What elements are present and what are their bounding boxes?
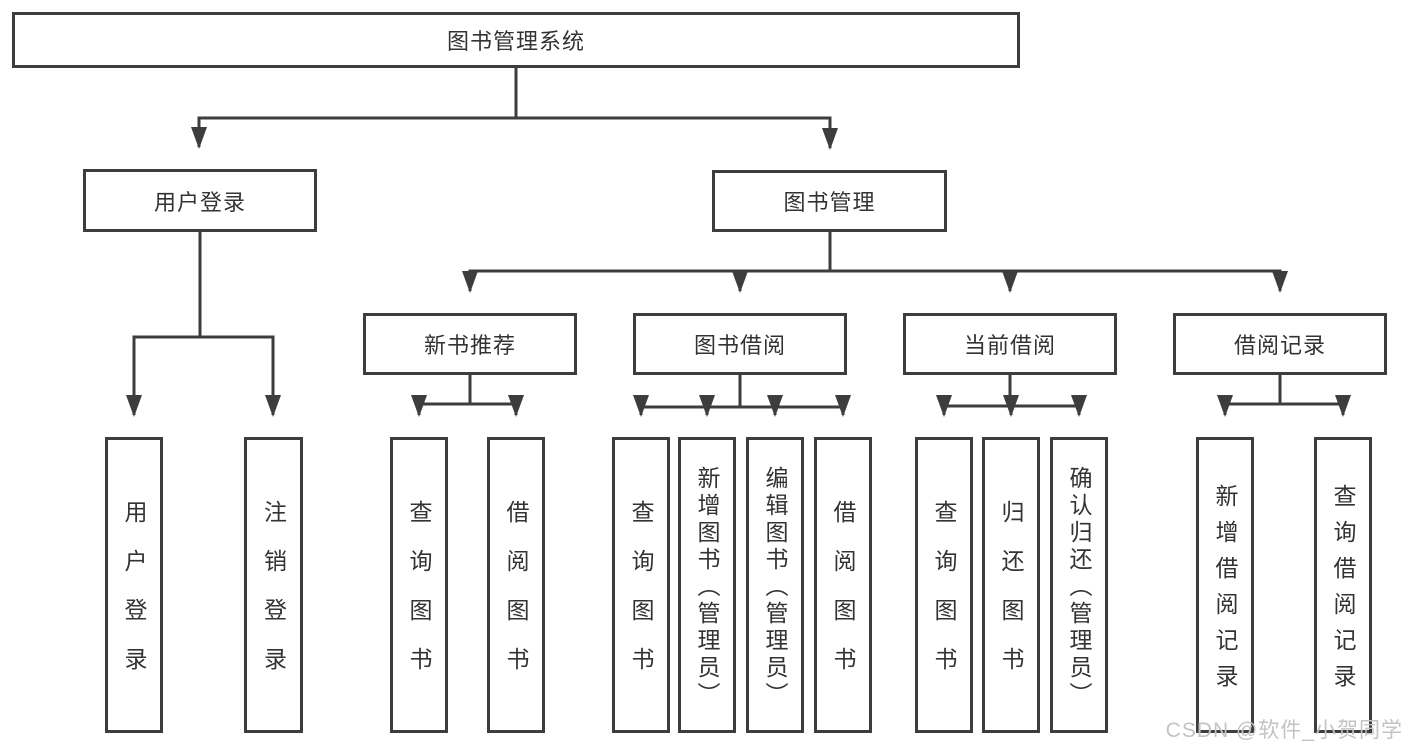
node-current-borrow-label: 当前借阅 xyxy=(963,333,1056,358)
leaf-add-borrow-record: 新增借阅记录 xyxy=(1196,437,1254,733)
connector-new-book-rec-to-leaves xyxy=(411,375,524,417)
leaf-query-borrow-record: 查询借阅记录 xyxy=(1314,437,1372,733)
leaf-query-book-under-current-borrow: 查询图书 xyxy=(915,437,973,733)
leaf-borrow-book-label: 借阅图书 xyxy=(503,500,529,696)
leaf-add-book-admin: 新增图书（管理员） xyxy=(678,437,736,733)
leaf-add-book-admin-label: 新增图书（管理员） xyxy=(694,465,720,709)
leaf-query-book-under-new-book: 查询图书 xyxy=(390,437,448,733)
node-user-login: 用户登录 xyxy=(83,169,317,232)
leaf-borrow-book-under-book-borrow: 借阅图书 xyxy=(814,437,872,733)
leaf-query-book-label: 查询图书 xyxy=(406,500,432,696)
leaf-add-borrow-record-label: 新增借阅记录 xyxy=(1212,483,1238,700)
node-root-label: 图书管理系统 xyxy=(446,29,585,54)
connector-root-to-level2 xyxy=(191,68,838,150)
node-book-borrow: 图书借阅 xyxy=(633,313,847,375)
node-book-management: 图书管理 xyxy=(712,170,947,232)
leaf-confirm-return-admin: 确认归还（管理员） xyxy=(1050,437,1108,733)
node-current-borrow: 当前借阅 xyxy=(903,313,1117,375)
node-root: 图书管理系统 xyxy=(12,12,1020,68)
node-user-login-label: 用户登录 xyxy=(153,189,246,215)
leaf-edit-book-admin-label: 编辑图书（管理员） xyxy=(762,465,788,709)
connector-book-borrow-to-leaves xyxy=(633,375,851,417)
connector-current-borrow-to-leaves xyxy=(936,375,1087,417)
node-new-book-rec-label: 新书推荐 xyxy=(423,333,516,358)
leaf-logout-label: 注销登录 xyxy=(260,500,287,696)
connector-user-login-to-leaves xyxy=(126,232,281,417)
node-borrow-records-label: 借阅记录 xyxy=(1233,333,1326,358)
leaf-borrow-book-label: 借阅图书 xyxy=(830,500,856,696)
leaf-user-login: 用户登录 xyxy=(105,437,163,733)
node-borrow-records: 借阅记录 xyxy=(1173,313,1387,375)
connector-book-management-to-level3 xyxy=(462,232,1288,293)
node-book-management-label: 图书管理 xyxy=(783,190,876,215)
leaf-return-book-label: 归还图书 xyxy=(998,500,1024,696)
connector-borrow-records-to-leaves xyxy=(1217,375,1351,417)
leaf-logout: 注销登录 xyxy=(244,437,303,733)
leaf-query-book-label: 查询图书 xyxy=(931,500,957,696)
leaf-query-book-under-book-borrow: 查询图书 xyxy=(612,437,670,733)
leaf-user-login-label: 用户登录 xyxy=(121,500,147,696)
leaf-return-book: 归还图书 xyxy=(982,437,1040,733)
leaf-query-borrow-record-label: 查询借阅记录 xyxy=(1330,483,1356,700)
leaf-confirm-return-admin-label: 确认归还（管理员） xyxy=(1066,465,1092,709)
leaf-borrow-book-under-new-book: 借阅图书 xyxy=(487,437,545,733)
leaf-query-book-label: 查询图书 xyxy=(628,500,654,696)
node-new-book-rec: 新书推荐 xyxy=(363,313,577,375)
csdn-watermark: CSDN @软件_小贺同学 xyxy=(1165,719,1403,742)
node-book-borrow-label: 图书借阅 xyxy=(693,333,786,358)
leaf-edit-book-admin: 编辑图书（管理员） xyxy=(746,437,804,733)
